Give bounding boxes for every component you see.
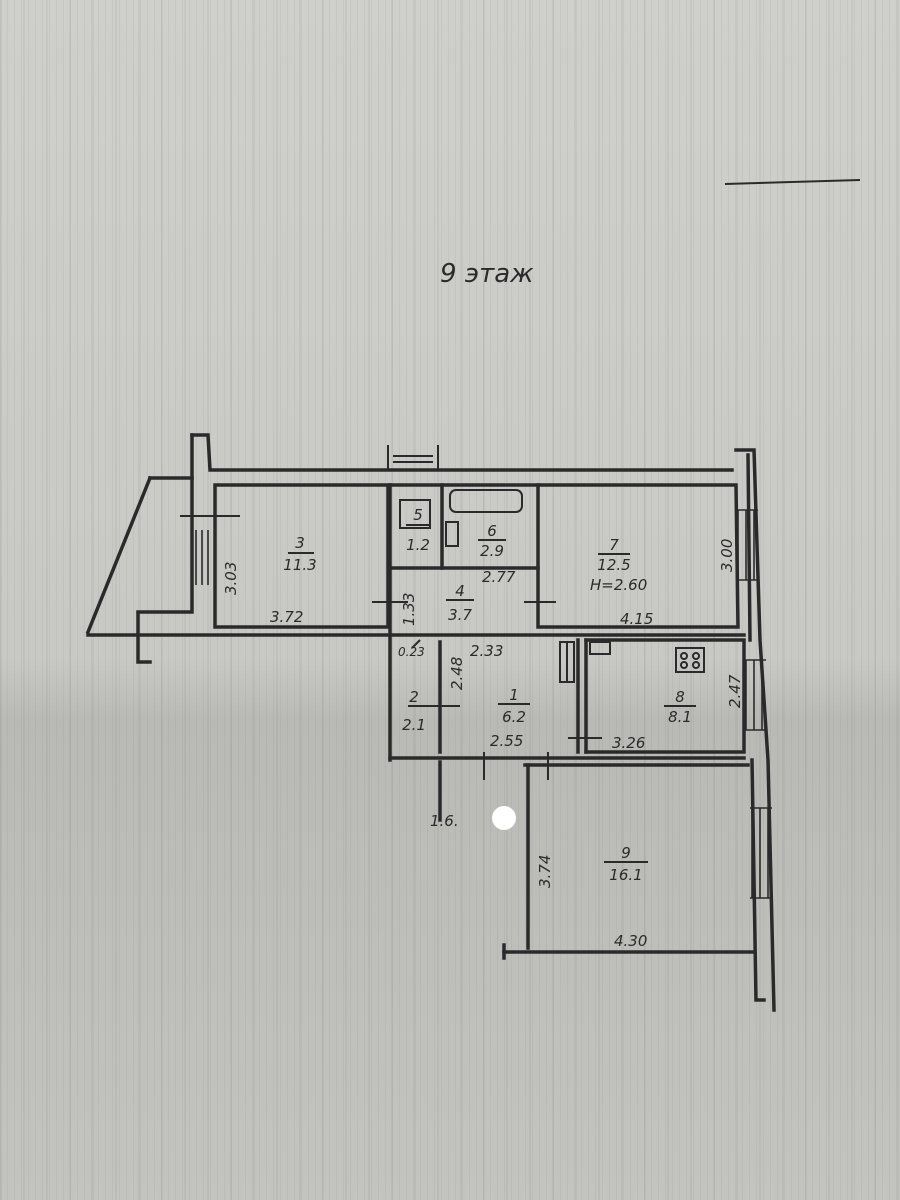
fixtures (399, 489, 705, 683)
room-5-number: 5 (413, 506, 423, 524)
kitchen-sink-icon (589, 641, 611, 655)
room-8-area: 8.1 (668, 708, 692, 726)
room-2-number: 2 (409, 688, 419, 706)
dim-partial: 1.6. (430, 812, 459, 830)
dim-room-4-depth: 1.33 (400, 593, 418, 626)
room-6-area: 2.9 (480, 542, 504, 560)
dim-room-1-width: 2.55 (490, 732, 523, 750)
window-room-7 (737, 509, 758, 581)
window-room-9 (750, 807, 772, 899)
dim-room-7-depth: 3.00 (718, 539, 736, 572)
interior-walls (388, 483, 754, 960)
room-1-number: 1 (509, 686, 519, 704)
room-9-area: 16.1 (609, 866, 642, 884)
dim-room-6-width: 2.77 (482, 568, 516, 586)
dim-room-1-depth: 2.48 (448, 657, 466, 690)
room-8-number: 8 (675, 688, 685, 706)
room-3-area: 11.3 (283, 556, 316, 574)
room-4-area: 3.7 (448, 606, 472, 624)
dim-room-3-depth: 3.03 (222, 562, 240, 595)
room-3-number: 3 (295, 534, 305, 552)
dim-room-1-width-top: 2.33 (470, 642, 503, 660)
outer-walls (85, 433, 776, 1012)
white-dot (492, 806, 516, 830)
door-marks (372, 601, 602, 780)
room-6-number: 6 (487, 522, 497, 540)
room-9-number: 9 (621, 844, 631, 862)
room-2-area: 2.1 (402, 716, 426, 734)
sink-icon (445, 521, 459, 547)
room-7-number: 7 (609, 536, 619, 554)
dim-room-3-width: 3.72 (270, 608, 303, 626)
window-room-8 (744, 659, 766, 731)
window-room-3 (180, 515, 240, 585)
dim-room-9-width: 4.30 (614, 932, 647, 950)
room-4-number: 4 (455, 582, 465, 600)
dim-room-9-depth: 3.74 (536, 855, 554, 888)
dimension-labels: 3.72 3.03 4.15 3.00 2.77 1.33 0.23 2.33 … (222, 539, 744, 950)
room-5-area: 1.2 (406, 536, 430, 554)
edge-mark (724, 179, 861, 185)
dim-room-8-width: 3.26 (612, 734, 645, 752)
room-7-area: 12.5 (597, 556, 630, 574)
room-labels: 3 11.3 5 1.2 6 2.9 7 12.5 H=2.60 4 3.7 2… (283, 506, 696, 884)
bathtub-icon (449, 489, 523, 513)
room-7-height: H=2.60 (590, 576, 647, 594)
dim-room-7-width: 4.15 (620, 610, 653, 628)
floor-title: 9 этаж (440, 259, 534, 289)
dim-room-8-depth: 2.47 (726, 674, 744, 708)
dim-small: 0.23 (398, 645, 425, 659)
stove-icon (675, 647, 705, 673)
toilet-icon (399, 499, 431, 529)
room-1-area: 6.2 (502, 708, 526, 726)
windows (180, 509, 772, 899)
